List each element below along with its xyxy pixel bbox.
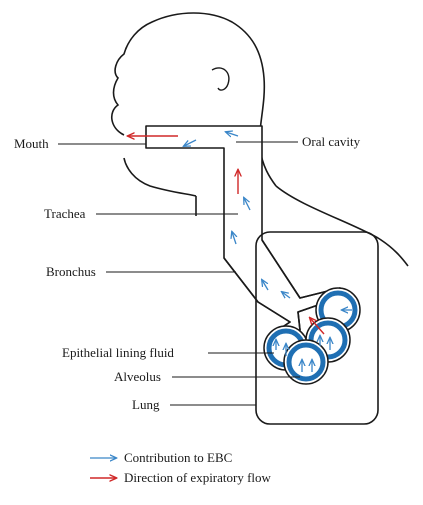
label-oral-cavity: Oral cavity	[302, 134, 361, 149]
label-mouth: Mouth	[14, 136, 49, 151]
chin	[123, 157, 197, 197]
ebc-arrows	[184, 132, 352, 372]
alveolus-group	[263, 287, 361, 385]
shoulder-back	[275, 185, 409, 267]
label-trachea: Trachea	[44, 206, 86, 221]
label-epithelial-lining-fluid: Epithelial lining fluid	[62, 345, 174, 360]
legend-ebc-label: Contribution to EBC	[124, 450, 232, 465]
legend: Contribution to EBC Direction of expirat…	[90, 450, 272, 485]
ear	[211, 67, 230, 91]
label-lung: Lung	[132, 397, 160, 412]
flow-arrows	[128, 136, 325, 335]
legend-flow-label: Direction of expiratory flow	[124, 470, 272, 485]
lung-box	[255, 231, 379, 425]
label-bronchus: Bronchus	[46, 264, 96, 279]
leader-lines	[58, 141, 300, 406]
airway	[145, 125, 345, 341]
label-alveolus: Alveolus	[114, 369, 161, 384]
